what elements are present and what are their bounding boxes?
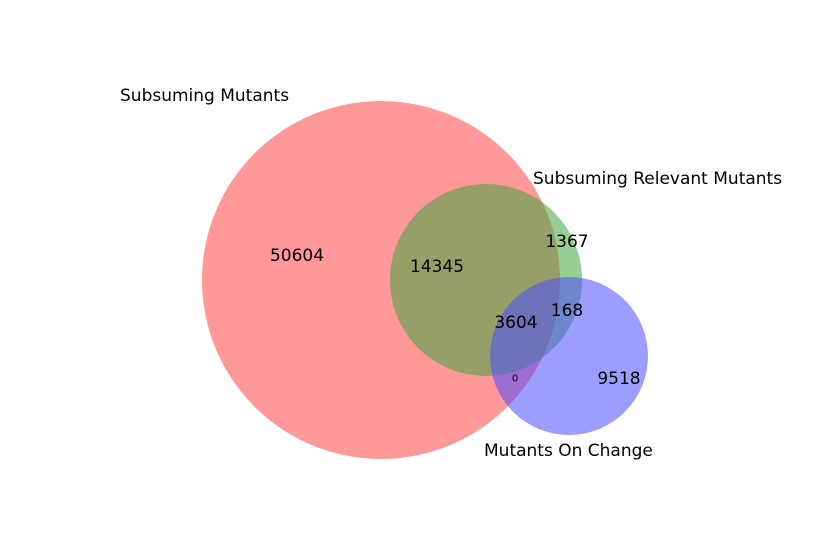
label-mutants-on-change: Mutants On Change bbox=[484, 441, 653, 461]
set-labels: Subsuming Mutants Subsuming Relevant Mut… bbox=[120, 86, 782, 461]
region-counts: 50604 14345 1367 3604 168 9518 0 bbox=[270, 232, 641, 389]
count-relevant-and-change: 168 bbox=[551, 301, 583, 321]
label-subsuming-mutants: Subsuming Mutants bbox=[120, 86, 289, 106]
count-all-three: 3604 bbox=[494, 313, 537, 333]
count-subsuming-only: 50604 bbox=[270, 246, 324, 266]
count-relevant-only: 1367 bbox=[545, 232, 588, 252]
mutants-on-change-circle bbox=[490, 277, 648, 435]
count-change-only: 9518 bbox=[597, 369, 640, 389]
set-circles bbox=[202, 101, 648, 459]
count-subsuming-and-relevant: 14345 bbox=[410, 257, 464, 277]
count-subsuming-and-change: 0 bbox=[512, 374, 518, 385]
label-subsuming-relevant-mutants: Subsuming Relevant Mutants bbox=[533, 169, 782, 189]
